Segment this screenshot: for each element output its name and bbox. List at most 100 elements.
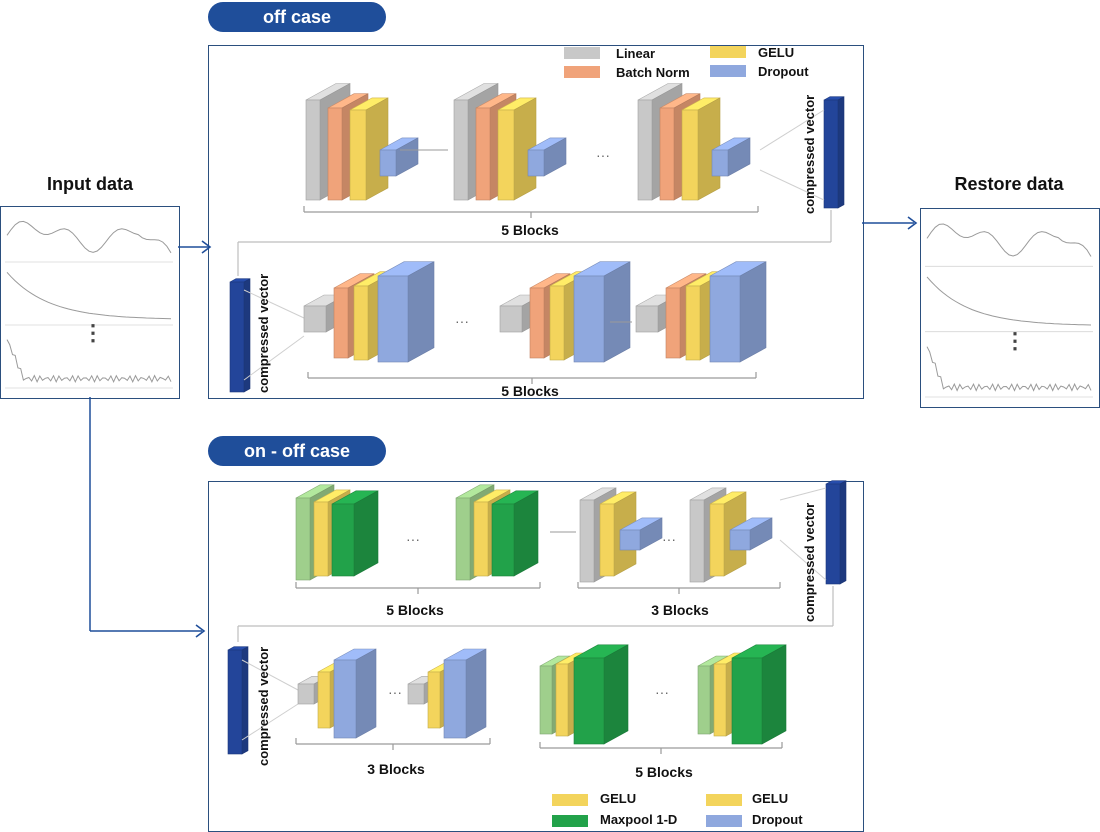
legend-label-dropout-2: Dropout [752,812,803,827]
enc-block-3-gelu-front [681,109,699,201]
ellipsis-3: ··· [406,531,420,547]
dec-block-2-linear-front [499,305,523,333]
enc-fan-1 [759,109,825,151]
enc-fan-2 [759,169,825,201]
dec-block-2-dropout-side [603,261,631,363]
on-off-decoder-5-blocks-label: 5 Blocks [635,764,693,780]
onoff-green-dec-1-maxpool-front [573,657,605,745]
onoff-grey-block-2-dropout-front [729,529,751,551]
onoff-green-block-2-gelu-front [473,501,489,577]
input-thumb-curve-3 [6,339,172,384]
enc-block-1-gelu-front [349,109,367,201]
dec-block-3-bn-front [665,287,681,359]
enc-block-1-linear-front [305,99,321,201]
legend-swatch-gelu-2 [552,794,588,806]
restore-data-thumbnail [920,208,1100,408]
arrow-input-to-off-head [201,240,212,254]
enc-block-3-dropout-front [711,149,729,177]
thumbnail-dots-input: ⋮ [82,320,104,345]
onoff-grey-block-2-linear-front [689,499,705,583]
enc-block-3-linear-front [637,99,653,201]
decoder-blocks-label: 5 Blocks [501,383,559,399]
legend-swatch-linear [564,47,600,59]
onoff-green-block-1-green-front [295,497,311,581]
restore-data-title: Restore data [954,174,1064,194]
dec-fan-2 [243,335,305,381]
onoff-grey-block-1-linear-front [579,499,595,583]
onoff-green-dec-2-maxpool-front [731,657,763,745]
enc-block-2-bn-front [475,107,491,201]
onoff-green-block-1-maxpool-side [353,490,379,577]
legend-label-batch-norm: Batch Norm [616,65,690,80]
enc-block-2-linear-front [453,99,469,201]
thumbnail-dots-restore: ⋮ [1004,328,1026,353]
onoff-green-block-2-maxpool-front [491,503,515,577]
dec-fan-1 [243,289,305,319]
encoder-blocks-label: 5 Blocks [501,222,559,238]
ellipsis-1: ··· [596,147,610,163]
restore-thumb-curve-2 [926,276,1092,326]
onoff-grey-dec-1-dropout-side [355,648,377,739]
onoff-green-dec-2-green-front [697,665,711,735]
onoff-grey-dec-1-dropout-front [333,659,357,739]
dec-block-1-linear-front [303,305,327,333]
input-thumb-curve-2 [6,271,172,320]
onoff-green-block-2-green-front [455,497,471,581]
compressed-vector-3-front [825,483,841,585]
legend-label-dropout: Dropout [758,64,809,79]
off-case-title: off case [208,2,386,32]
dec-block-1-gelu-front [353,285,369,361]
compressed-vector-label-4: compressed vector [256,646,271,766]
enc-block-2-dropout-front [527,149,545,177]
legend-label-gelu: GELU [758,45,795,60]
input-data-thumbnail [0,206,180,399]
ellipsis-2: ··· [455,313,469,329]
legend-label-gelu-3: GELU [752,791,789,806]
legend-swatch-dropout [710,65,746,77]
enc-block-3-bn-front [659,107,675,201]
compressed-vector-1-side [837,96,845,209]
legend-swatch-maxpool [552,815,588,827]
onoff-grey-block-1-gelu-front [599,503,615,577]
legend-label-maxpool: Maxpool 1-D [600,812,678,827]
enc-block-2-gelu-front [497,109,515,201]
on-off-decoder-3-blocks-label: 3 Blocks [367,761,425,777]
legend-swatch-gelu [710,46,746,58]
compressed-vector-label-3: compressed vector [802,502,817,622]
on-off-case-title: on - off case [208,436,386,466]
dec-block-1-dropout-front [377,275,409,363]
compressed-vector-1-front [823,99,839,209]
enc-block-1-bn-front [327,107,343,201]
compressed-vector-4-front [227,649,243,755]
on-off-encoder-3-blocks-label: 3 Blocks [651,602,709,618]
compressed-vector-label-2: compressed vector [256,273,271,393]
onoff-green-dec-1-gelu-front [555,663,569,737]
dec-block-1-dropout-side [407,261,435,363]
onoff-green-block-2-maxpool-side [513,490,539,577]
restore-thumb-curve-3 [926,346,1092,392]
compressed-vector-label-1: compressed vector [802,94,817,214]
onoff-grey-dec-2-dropout-side [465,648,487,739]
arrow-input-to-onoff-head [195,624,206,638]
onoff-green-dec-1-maxpool-side [603,644,629,745]
onoff-dec-fan-2 [241,703,299,741]
dec-block-2-gelu-front [549,285,565,361]
onoff-green-dec-1-green-front [539,665,553,735]
onoff-green-dec-2-gelu-front [713,663,727,737]
ellipsis-5: ··· [388,684,402,700]
legend-swatch-dropout-2 [706,815,742,827]
dec-block-3-linear-front [635,305,659,333]
input-data-title: Input data [47,174,133,194]
legend-label-gelu-2: GELU [600,791,637,806]
compressed-vector-2-side [243,278,251,393]
legend-swatch-gelu-3 [706,794,742,806]
dec-block-3-dropout-side [739,261,767,363]
onoff-green-dec-2-maxpool-side [761,644,787,745]
onoff-grey-dec-1-linear-front [297,683,315,705]
onoff-green-block-1-maxpool-front [331,503,355,577]
enc-block-1-dropout-front [379,149,397,177]
onoff-grey-dec-1-gelu-front [317,671,331,729]
dec-block-3-dropout-front [709,275,741,363]
onoff-grey-dec-2-gelu-front [427,671,441,729]
